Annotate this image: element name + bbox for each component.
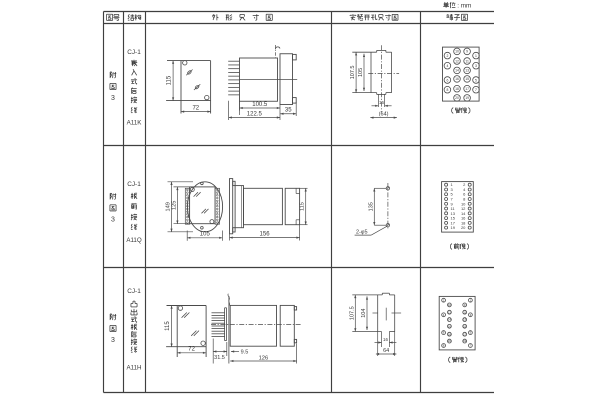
svg-text:A11Q: A11Q bbox=[126, 237, 142, 244]
svg-text:5: 5 bbox=[451, 192, 454, 197]
svg-text:18: 18 bbox=[461, 220, 466, 225]
svg-text:20: 20 bbox=[461, 225, 466, 230]
svg-text:7: 7 bbox=[475, 88, 477, 92]
svg-text:9: 9 bbox=[451, 201, 454, 206]
svg-text:107.5: 107.5 bbox=[350, 66, 356, 80]
svg-text:12: 12 bbox=[455, 59, 459, 63]
svg-text:16: 16 bbox=[461, 216, 466, 221]
svg-text:3: 3 bbox=[475, 64, 477, 68]
svg-text:11: 11 bbox=[451, 206, 456, 211]
svg-text:(64): (64) bbox=[379, 112, 389, 118]
svg-text:107.5: 107.5 bbox=[349, 306, 355, 320]
svg-text:72: 72 bbox=[188, 347, 195, 353]
svg-text:10: 10 bbox=[448, 303, 452, 307]
svg-text:6: 6 bbox=[443, 331, 445, 335]
svg-text:9: 9 bbox=[466, 50, 468, 54]
svg-text:8: 8 bbox=[446, 88, 448, 92]
svg-text:122.5: 122.5 bbox=[247, 111, 263, 117]
svg-text:19: 19 bbox=[465, 96, 469, 100]
svg-text:1: 1 bbox=[475, 54, 477, 58]
svg-text:115: 115 bbox=[167, 75, 173, 85]
svg-text:16: 16 bbox=[448, 324, 452, 328]
svg-text:8: 8 bbox=[463, 197, 466, 202]
svg-text:17: 17 bbox=[451, 220, 456, 225]
svg-text:3: 3 bbox=[111, 95, 115, 102]
svg-text:6: 6 bbox=[463, 192, 466, 197]
svg-text:9: 9 bbox=[464, 303, 466, 307]
svg-text:2-φ5: 2-φ5 bbox=[356, 230, 368, 236]
svg-text:149: 149 bbox=[165, 202, 171, 212]
svg-text:13: 13 bbox=[463, 318, 467, 322]
svg-text:115: 115 bbox=[300, 202, 306, 211]
svg-text:1: 1 bbox=[451, 182, 454, 187]
svg-text:CJ-1: CJ-1 bbox=[127, 181, 141, 188]
svg-text:18: 18 bbox=[455, 87, 459, 91]
svg-text:CJ-1: CJ-1 bbox=[127, 49, 141, 56]
svg-text:17: 17 bbox=[463, 332, 467, 336]
svg-text:3: 3 bbox=[111, 337, 115, 344]
svg-text:135: 135 bbox=[368, 202, 374, 211]
svg-text:11: 11 bbox=[465, 59, 469, 63]
svg-text:13: 13 bbox=[451, 211, 456, 216]
svg-text:9.5: 9.5 bbox=[241, 350, 249, 356]
svg-text:35: 35 bbox=[285, 108, 292, 114]
svg-text:14: 14 bbox=[448, 318, 452, 322]
svg-text:15: 15 bbox=[465, 77, 469, 81]
svg-text:12: 12 bbox=[461, 206, 466, 211]
svg-text:2: 2 bbox=[463, 182, 466, 187]
svg-text:16: 16 bbox=[455, 77, 459, 81]
svg-text:14: 14 bbox=[455, 69, 459, 73]
svg-text:64: 64 bbox=[383, 348, 389, 354]
svg-text:: mm: : mm bbox=[457, 3, 471, 10]
svg-text:100.5: 100.5 bbox=[252, 102, 268, 108]
svg-text:2: 2 bbox=[443, 298, 445, 302]
svg-text:20: 20 bbox=[448, 339, 452, 343]
svg-text:5: 5 bbox=[470, 331, 472, 335]
svg-text:10: 10 bbox=[455, 50, 459, 54]
svg-text:19: 19 bbox=[451, 225, 456, 230]
svg-text:115: 115 bbox=[165, 321, 171, 331]
svg-text:4: 4 bbox=[446, 64, 448, 68]
svg-text:3: 3 bbox=[451, 187, 454, 192]
svg-text:15: 15 bbox=[463, 324, 467, 328]
svg-text:15: 15 bbox=[451, 216, 456, 221]
svg-text:2: 2 bbox=[446, 54, 448, 58]
svg-text:20: 20 bbox=[455, 96, 459, 100]
svg-text:105: 105 bbox=[200, 232, 211, 238]
svg-text:14: 14 bbox=[461, 211, 466, 216]
svg-text:31.5: 31.5 bbox=[214, 355, 225, 361]
svg-text:7: 7 bbox=[451, 197, 454, 202]
svg-text:16: 16 bbox=[383, 337, 388, 342]
svg-text:104: 104 bbox=[361, 309, 367, 318]
svg-text:3: 3 bbox=[470, 313, 472, 317]
svg-text:105: 105 bbox=[358, 68, 364, 77]
svg-text:5: 5 bbox=[475, 78, 477, 82]
svg-text:125: 125 bbox=[171, 201, 177, 211]
svg-text:1: 1 bbox=[470, 298, 472, 302]
svg-text:16: 16 bbox=[379, 100, 384, 105]
svg-text:12: 12 bbox=[448, 310, 452, 314]
svg-text:4: 4 bbox=[443, 313, 445, 317]
svg-text:A11H: A11H bbox=[126, 365, 141, 372]
svg-text:4: 4 bbox=[463, 187, 466, 192]
svg-text:7: 7 bbox=[470, 344, 472, 348]
svg-text:10: 10 bbox=[461, 201, 466, 206]
svg-text:11: 11 bbox=[463, 310, 466, 314]
svg-text:3: 3 bbox=[111, 216, 115, 223]
svg-text:CJ-1: CJ-1 bbox=[127, 288, 141, 295]
svg-text:A11K: A11K bbox=[127, 119, 143, 126]
svg-text:156: 156 bbox=[260, 232, 271, 238]
svg-text:6: 6 bbox=[446, 78, 448, 82]
svg-text:8: 8 bbox=[443, 344, 445, 348]
svg-text:19: 19 bbox=[463, 339, 467, 343]
svg-text:126: 126 bbox=[259, 355, 269, 361]
svg-text:18: 18 bbox=[448, 332, 452, 336]
svg-text:17: 17 bbox=[465, 87, 469, 91]
svg-text:72: 72 bbox=[192, 105, 199, 111]
svg-text:13: 13 bbox=[465, 69, 469, 73]
